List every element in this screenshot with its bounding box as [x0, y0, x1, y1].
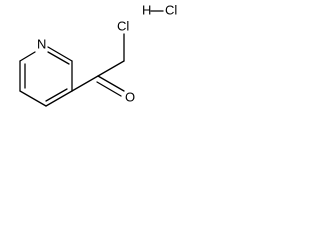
carbonyl-bond-inner	[96, 81, 122, 97]
chloroacetyl-group: Cl O	[71, 18, 135, 104]
ring-bond-c6-n	[19, 51, 36, 62]
carbonyl-oxygen-label: O	[125, 89, 135, 104]
hydrogen-chloride: H Cl	[142, 2, 177, 17]
ring-bond-c3-c4	[45, 90, 73, 107]
hcl-hydrogen-label: H	[142, 2, 151, 17]
chemical-structure: H Cl N Cl O	[19, 2, 177, 107]
ring-bond-n-c2	[47, 46, 73, 62]
ring-bond-n-c2-inner	[47, 51, 70, 65]
pyridine-ring: N	[19, 36, 73, 107]
carbonyl-bond-outer	[97, 75, 125, 92]
ring-bond-c4-c5	[19, 90, 47, 107]
carbonyl-to-methylene-bond	[97, 60, 125, 77]
chloromethyl-chlorine-label: Cl	[117, 18, 129, 33]
ring-to-carbonyl-bond	[71, 75, 99, 92]
ring-bond-c3-c4-inner	[45, 88, 68, 102]
ring-nitrogen-label: N	[37, 36, 46, 51]
hcl-chlorine-label: Cl	[165, 2, 177, 17]
